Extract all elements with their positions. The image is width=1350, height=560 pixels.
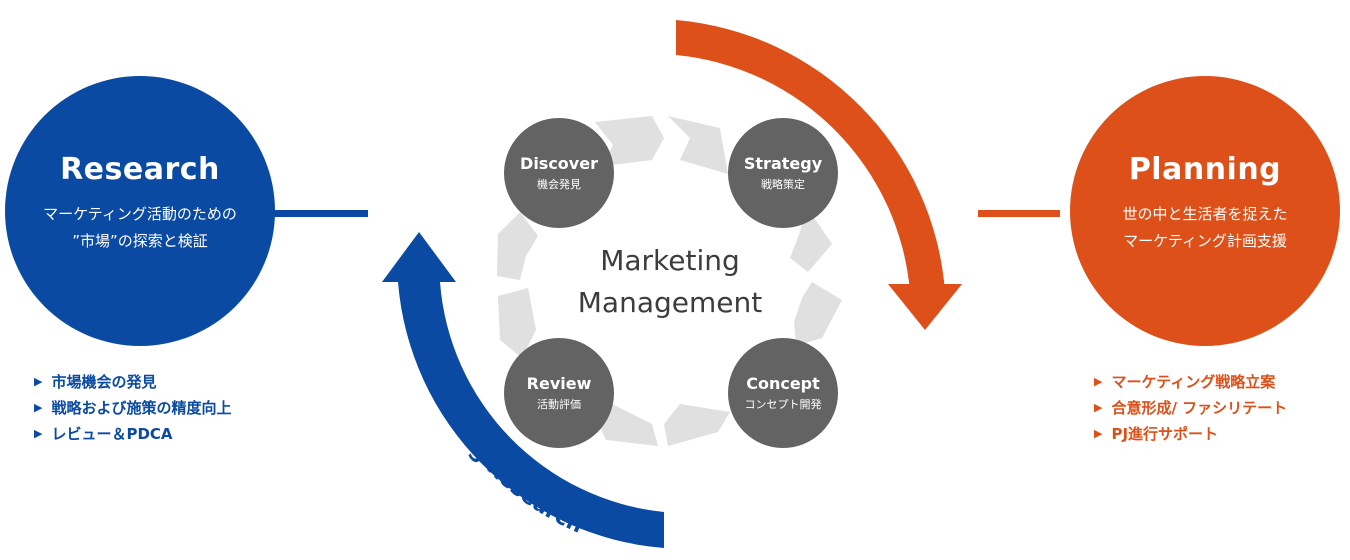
- cycle-segment: [668, 116, 728, 174]
- research-desc-line2: ”市場”の探索と検証: [72, 232, 208, 250]
- planning-connector-line: [978, 210, 1060, 217]
- phase-concept: Concept コンセプト開発: [728, 338, 838, 448]
- planning-description: 世の中と生活者を捉えた マーケティング計画支援: [1122, 201, 1287, 255]
- cycle-segment: [790, 206, 832, 272]
- research-bullet-list: ▶ 市場機会の発見 ▶ 戦略および施策の精度向上 ▶ レビュー＆PDCA: [34, 369, 231, 447]
- phase-subtitle: 戦略策定: [761, 178, 805, 191]
- bullet-marker-icon: ▶: [1094, 427, 1103, 440]
- phase-name: Strategy: [743, 154, 823, 173]
- research-bullet-text: レビュー＆PDCA: [51, 425, 173, 443]
- planning-desc-line2: マーケティング計画支援: [1123, 232, 1287, 250]
- phase-name: Review: [526, 374, 592, 393]
- list-item: ▶ 戦略および施策の精度向上: [34, 395, 231, 421]
- cycle-ring: [497, 116, 842, 446]
- research-circle: Research マーケティング活動のための ”市場”の探索と検証: [5, 76, 275, 346]
- phase-review: Review 活動評価: [504, 338, 614, 448]
- cycle-segment: [596, 404, 658, 446]
- bullet-marker-icon: ▶: [34, 427, 43, 440]
- research-bullet-text: 市場機会の発見: [51, 373, 157, 391]
- phase-name: Discover: [520, 154, 598, 173]
- cycle-segment: [794, 282, 842, 346]
- bullet-marker-icon: ▶: [1094, 375, 1103, 388]
- planning-bullet-list: ▶ マーケティング戦略立案 ▶ 合意形成/ ファシリテート ▶ PJ進行サポート: [1094, 369, 1287, 447]
- phase-discover: Discover 機会発見: [504, 118, 614, 228]
- list-item: ▶ PJ進行サポート: [1094, 421, 1287, 447]
- bullet-marker-icon: ▶: [1094, 401, 1103, 414]
- phase-name: Concept: [746, 374, 820, 393]
- planning-bullet-text: マーケティング戦略立案: [1111, 373, 1276, 391]
- list-item: ▶ 市場機会の発見: [34, 369, 231, 395]
- research-desc-line1: マーケティング活動のための: [43, 205, 237, 223]
- research-connector-line: [270, 210, 368, 217]
- list-item: ▶ レビュー＆PDCA: [34, 421, 231, 447]
- list-item: ▶ マーケティング戦略立案: [1094, 369, 1287, 395]
- cycle-segment: [498, 288, 536, 358]
- list-item: ▶ 合意形成/ ファシリテート: [1094, 395, 1287, 421]
- planning-circle: Planning 世の中と生活者を捉えた マーケティング計画支援: [1070, 76, 1340, 346]
- center-title-line1: Marketing: [600, 244, 740, 277]
- research-title: Research: [60, 152, 220, 187]
- cycle-segment: [664, 404, 730, 446]
- phase-subtitle: コンセプト開発: [744, 398, 822, 411]
- phase-subtitle: 活動評価: [537, 398, 581, 411]
- cycle-segment: [595, 116, 664, 166]
- planning-desc-line1: 世の中と生活者を捉えた: [1122, 205, 1288, 223]
- bullet-marker-icon: ▶: [34, 401, 43, 414]
- center-title-line2: Management: [577, 286, 763, 319]
- planning-bullet-text: PJ進行サポート: [1111, 425, 1219, 443]
- phase-strategy: Strategy 戦略策定: [728, 118, 838, 228]
- cycle-segment: [497, 212, 538, 280]
- center-title: Marketing Management: [555, 240, 785, 324]
- phase-subtitle: 機会発見: [537, 178, 581, 191]
- research-description: マーケティング活動のための ”市場”の探索と検証: [43, 201, 237, 255]
- planning-bullet-text: 合意形成/ ファシリテート: [1111, 399, 1288, 417]
- bullet-marker-icon: ▶: [34, 375, 43, 388]
- planning-title: Planning: [1128, 152, 1282, 187]
- research-bullet-text: 戦略および施策の精度向上: [51, 399, 232, 417]
